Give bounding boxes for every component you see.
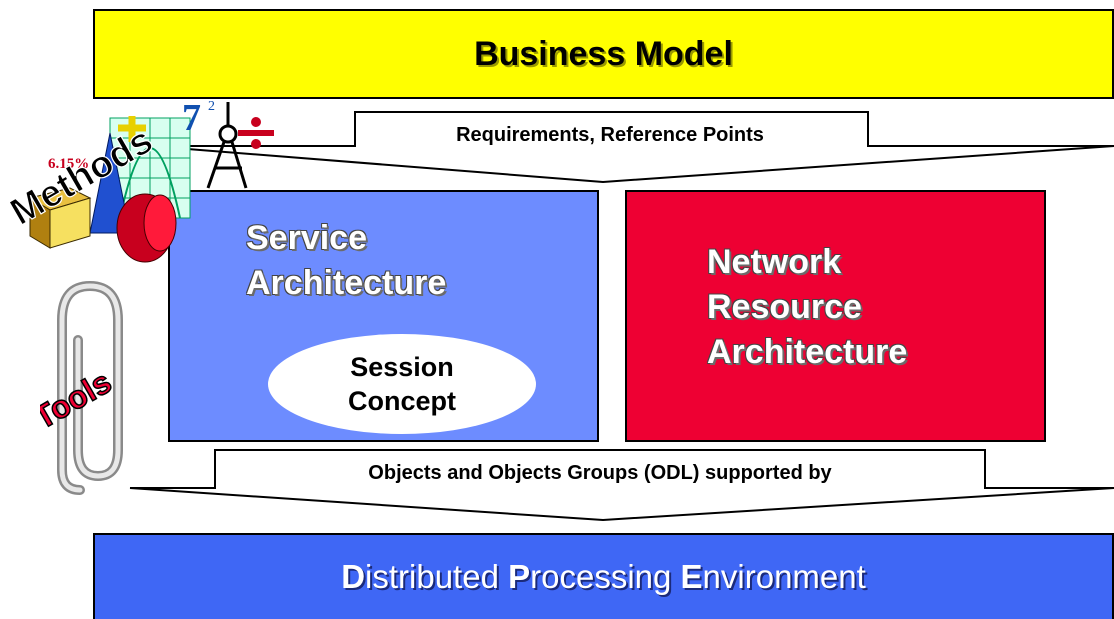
session-line2: Concept xyxy=(348,386,456,416)
tools-clipart: Tools xyxy=(40,280,123,495)
objects-label: Objects and Objects Groups (ODL) support… xyxy=(368,462,832,484)
business-model-box: Business Model xyxy=(93,9,1114,99)
session-concept-ellipse: Session Concept xyxy=(268,334,536,434)
compass-icon xyxy=(206,102,248,189)
cylinder-icon xyxy=(116,193,177,263)
business-model-label: Business Model xyxy=(474,34,733,73)
seven-squared: 7 xyxy=(182,97,201,139)
methods-clipart: 7 2 6.15% Methods xyxy=(3,97,274,263)
service-line1: Service xyxy=(246,219,367,257)
dpe-label: Distributed Processing Environment xyxy=(341,558,866,595)
dpe-box: Distributed Processing Environment xyxy=(93,533,1114,619)
divide-icon xyxy=(238,117,274,149)
session-line1: Session xyxy=(350,352,454,382)
network-line3: Architecture xyxy=(707,333,908,371)
service-line2: Architecture xyxy=(246,264,447,302)
exponent: 2 xyxy=(208,99,215,114)
percent-label: 6.15% xyxy=(48,156,89,172)
network-resource-architecture-box: Network Resource Architecture xyxy=(625,190,1046,442)
cube-icon xyxy=(28,187,92,249)
network-resource-title: Network Resource Architecture xyxy=(707,240,907,375)
network-line2: Resource xyxy=(707,288,862,326)
service-architecture-box: Service Architecture Session Concept xyxy=(168,190,599,442)
requirements-label: Requirements, Reference Points xyxy=(456,124,764,146)
network-line1: Network xyxy=(707,243,842,281)
plus-icon xyxy=(118,116,146,142)
service-architecture-title: Service Architecture xyxy=(246,216,446,306)
cone-icon xyxy=(89,132,131,234)
